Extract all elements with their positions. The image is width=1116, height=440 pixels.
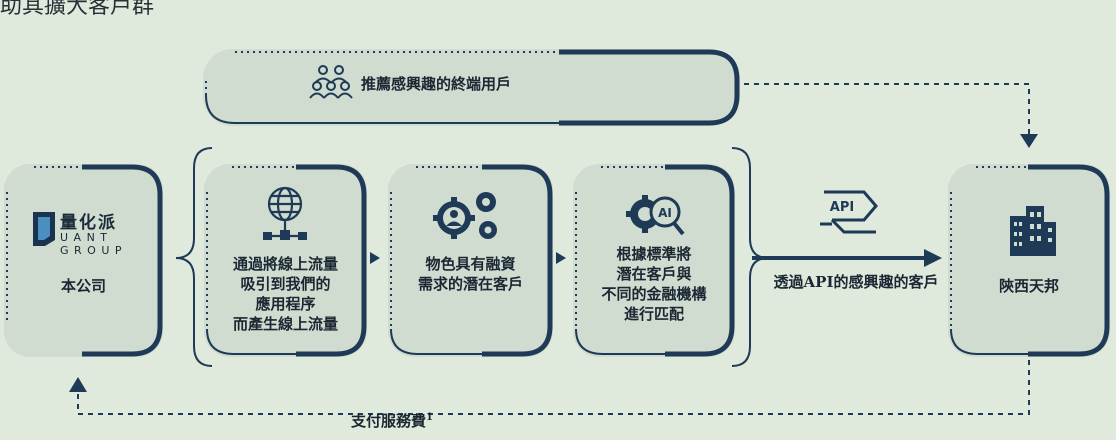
svg-text:AI: AI [658, 206, 672, 220]
step-card-1: 通過將線上流量 吸引到我們的 應用程序 而產生線上流量 [204, 164, 367, 357]
ai-gear-icon: AI [626, 195, 685, 236]
logo-letters-1: U A N T [60, 231, 109, 244]
partner-label: 陝西天邦 [998, 277, 1059, 295]
recommend-arrowhead [1020, 134, 1038, 148]
recommend-box: 推薦感興趣的終端用戶 [203, 49, 740, 126]
main-flow-arrowhead [924, 249, 942, 267]
step-2-label: 物色具有融資 需求的潛在客戶 [417, 255, 523, 293]
payment-text: 支付服務費 [351, 412, 427, 430]
api-label: 透過API的感興趣的客戶 [773, 273, 939, 291]
company-card: 量化派 U A N T G R O U P 本公司 [4, 164, 163, 357]
logo-brand-cn: 量化派 [60, 213, 117, 233]
company-logo-mark [33, 212, 55, 246]
payment-arrowhead [69, 377, 87, 392]
logo-letters-2: G R O U P [60, 244, 123, 257]
payment-footnote: 1 [426, 412, 433, 423]
api-icon-text: API [830, 200, 854, 215]
recommend-label: 推薦感興趣的終端用戶 [361, 75, 512, 93]
step-card-2: 物色具有融資 需求的潛在客戶 [388, 164, 553, 357]
left-brace [175, 147, 213, 367]
payment-label: 支付服務費1 [322, 388, 462, 431]
recommend-connector [744, 83, 1030, 136]
step-1-label: 通過將線上流量 吸引到我們的 應用程序 而產生線上流量 [232, 255, 338, 333]
people-group-icon [309, 65, 353, 99]
step-arrow-2 [556, 252, 566, 264]
api-exchange-icon: API [820, 190, 878, 234]
right-brace [731, 147, 769, 367]
globe-network-icon [263, 186, 307, 240]
gears-person-icon [433, 192, 497, 239]
step-card-3: AI 根據標準將 潛在客戶與 不同的金融機構 進行匹配 [573, 164, 735, 357]
cut-title: 助其擴大客戶群 [0, 0, 155, 19]
payment-connector [77, 360, 1030, 415]
company-label: 本公司 [60, 277, 106, 295]
step-arrow-1 [370, 252, 380, 264]
office-buildings-icon [1010, 206, 1056, 256]
step-3-label: 根據標準將 潛在客戶與 不同的金融機構 進行匹配 [601, 245, 707, 323]
partner-card: 陝西天邦 [948, 164, 1110, 357]
